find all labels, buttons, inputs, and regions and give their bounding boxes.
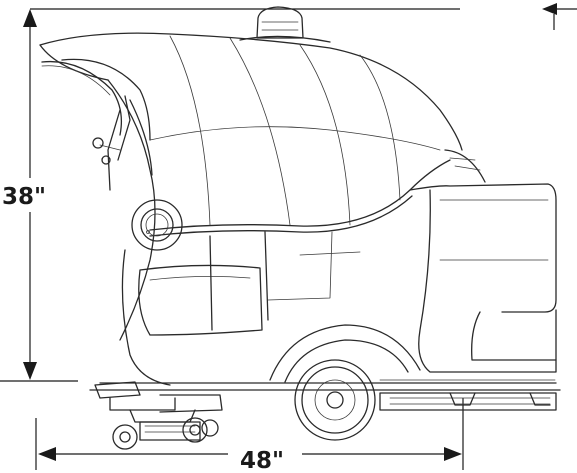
length-dimension-label: 48" bbox=[240, 448, 284, 473]
machine-outline bbox=[39, 6, 561, 450]
height-dimension bbox=[0, 8, 460, 382]
rear-wheel bbox=[294, 359, 376, 441]
height-dimension-label: 38" bbox=[2, 184, 46, 210]
width-indicator bbox=[542, 3, 577, 30]
length-dimension bbox=[35, 398, 464, 470]
